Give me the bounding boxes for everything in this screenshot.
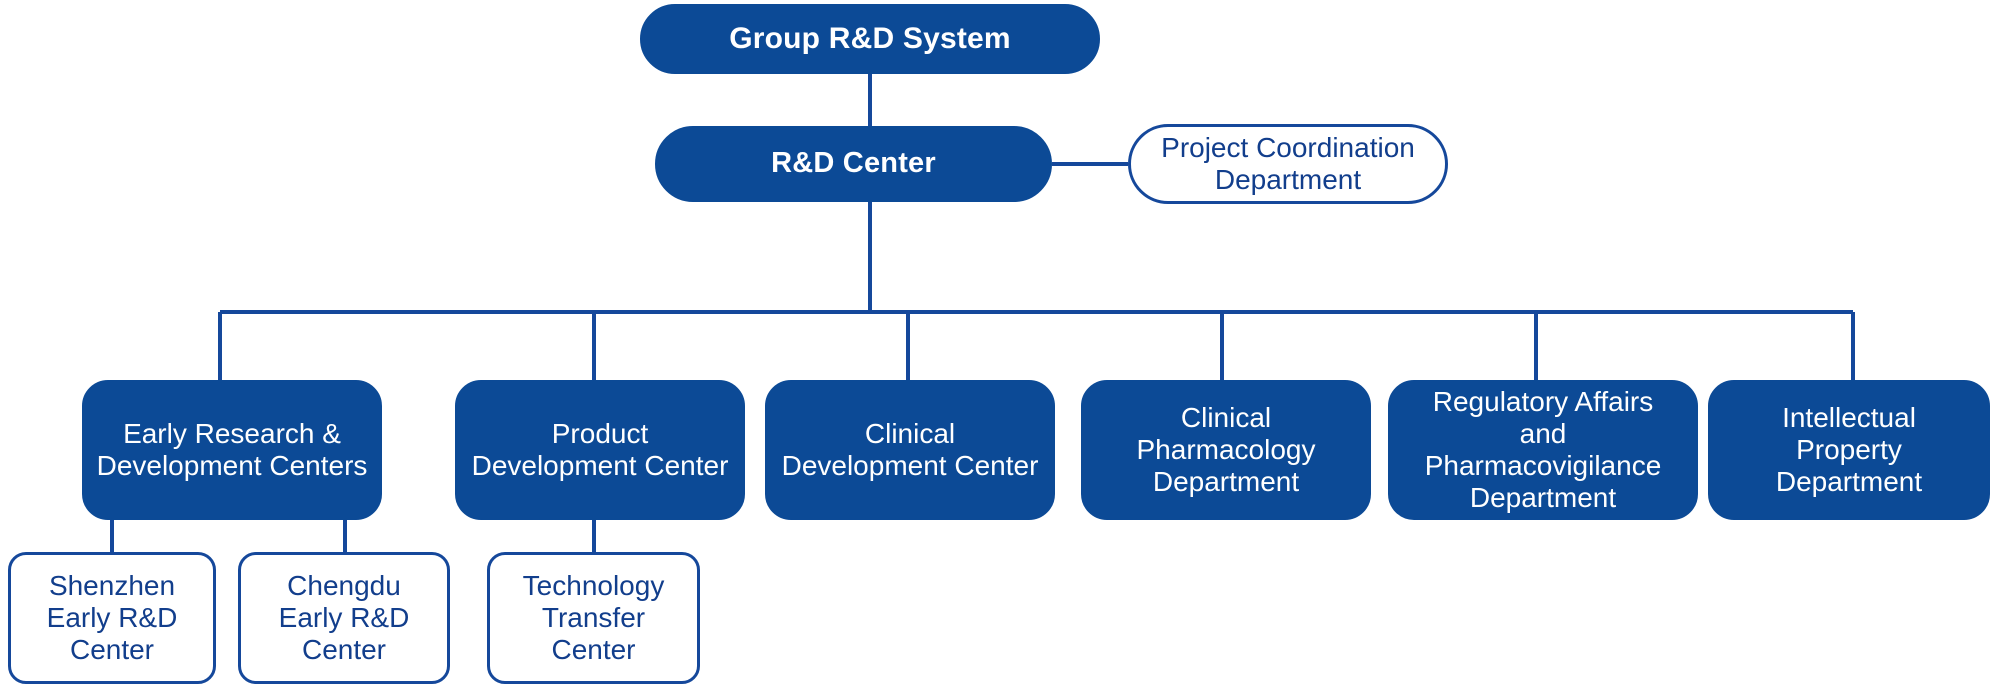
node-clinical-development-center[interactable]: Clinical Development Center [765, 380, 1055, 520]
node-rd-center[interactable]: R&D Center [655, 126, 1052, 202]
node-label: Technology Transfer Center [522, 570, 665, 665]
node-label: Early Research & Development Centers [96, 418, 368, 481]
node-intellectual-property-department[interactable]: Intellectual Property Department [1708, 380, 1990, 520]
node-label: Shenzhen Early R&D Center [46, 570, 178, 665]
node-label: Clinical Development Center [781, 418, 1039, 481]
node-label: Product Development Center [471, 418, 729, 481]
node-early-rd-centers[interactable]: Early Research & Development Centers [82, 380, 382, 520]
node-label: Chengdu Early R&D Center [278, 570, 410, 665]
node-label: Intellectual Property Department [1775, 402, 1923, 497]
node-shenzhen-early-rd-center[interactable]: Shenzhen Early R&D Center [8, 552, 216, 684]
node-regulatory-affairs-department[interactable]: Regulatory Affairs and Pharmacovigilance… [1388, 380, 1698, 520]
node-label: Group R&D System [729, 21, 1011, 55]
node-clinical-pharmacology-department[interactable]: Clinical Pharmacology Department [1081, 380, 1371, 520]
node-technology-transfer-center[interactable]: Technology Transfer Center [487, 552, 700, 684]
node-chengdu-early-rd-center[interactable]: Chengdu Early R&D Center [238, 552, 450, 684]
node-label: R&D Center [771, 147, 936, 180]
node-product-development-center[interactable]: Product Development Center [455, 380, 745, 520]
node-project-coordination-department[interactable]: Project Coordination Department [1128, 124, 1448, 204]
node-label: Clinical Pharmacology Department [1136, 402, 1316, 497]
node-group-rd-system[interactable]: Group R&D System [640, 4, 1100, 74]
node-label: Project Coordination Department [1161, 132, 1415, 195]
node-label: Regulatory Affairs and Pharmacovigilance… [1424, 386, 1662, 513]
